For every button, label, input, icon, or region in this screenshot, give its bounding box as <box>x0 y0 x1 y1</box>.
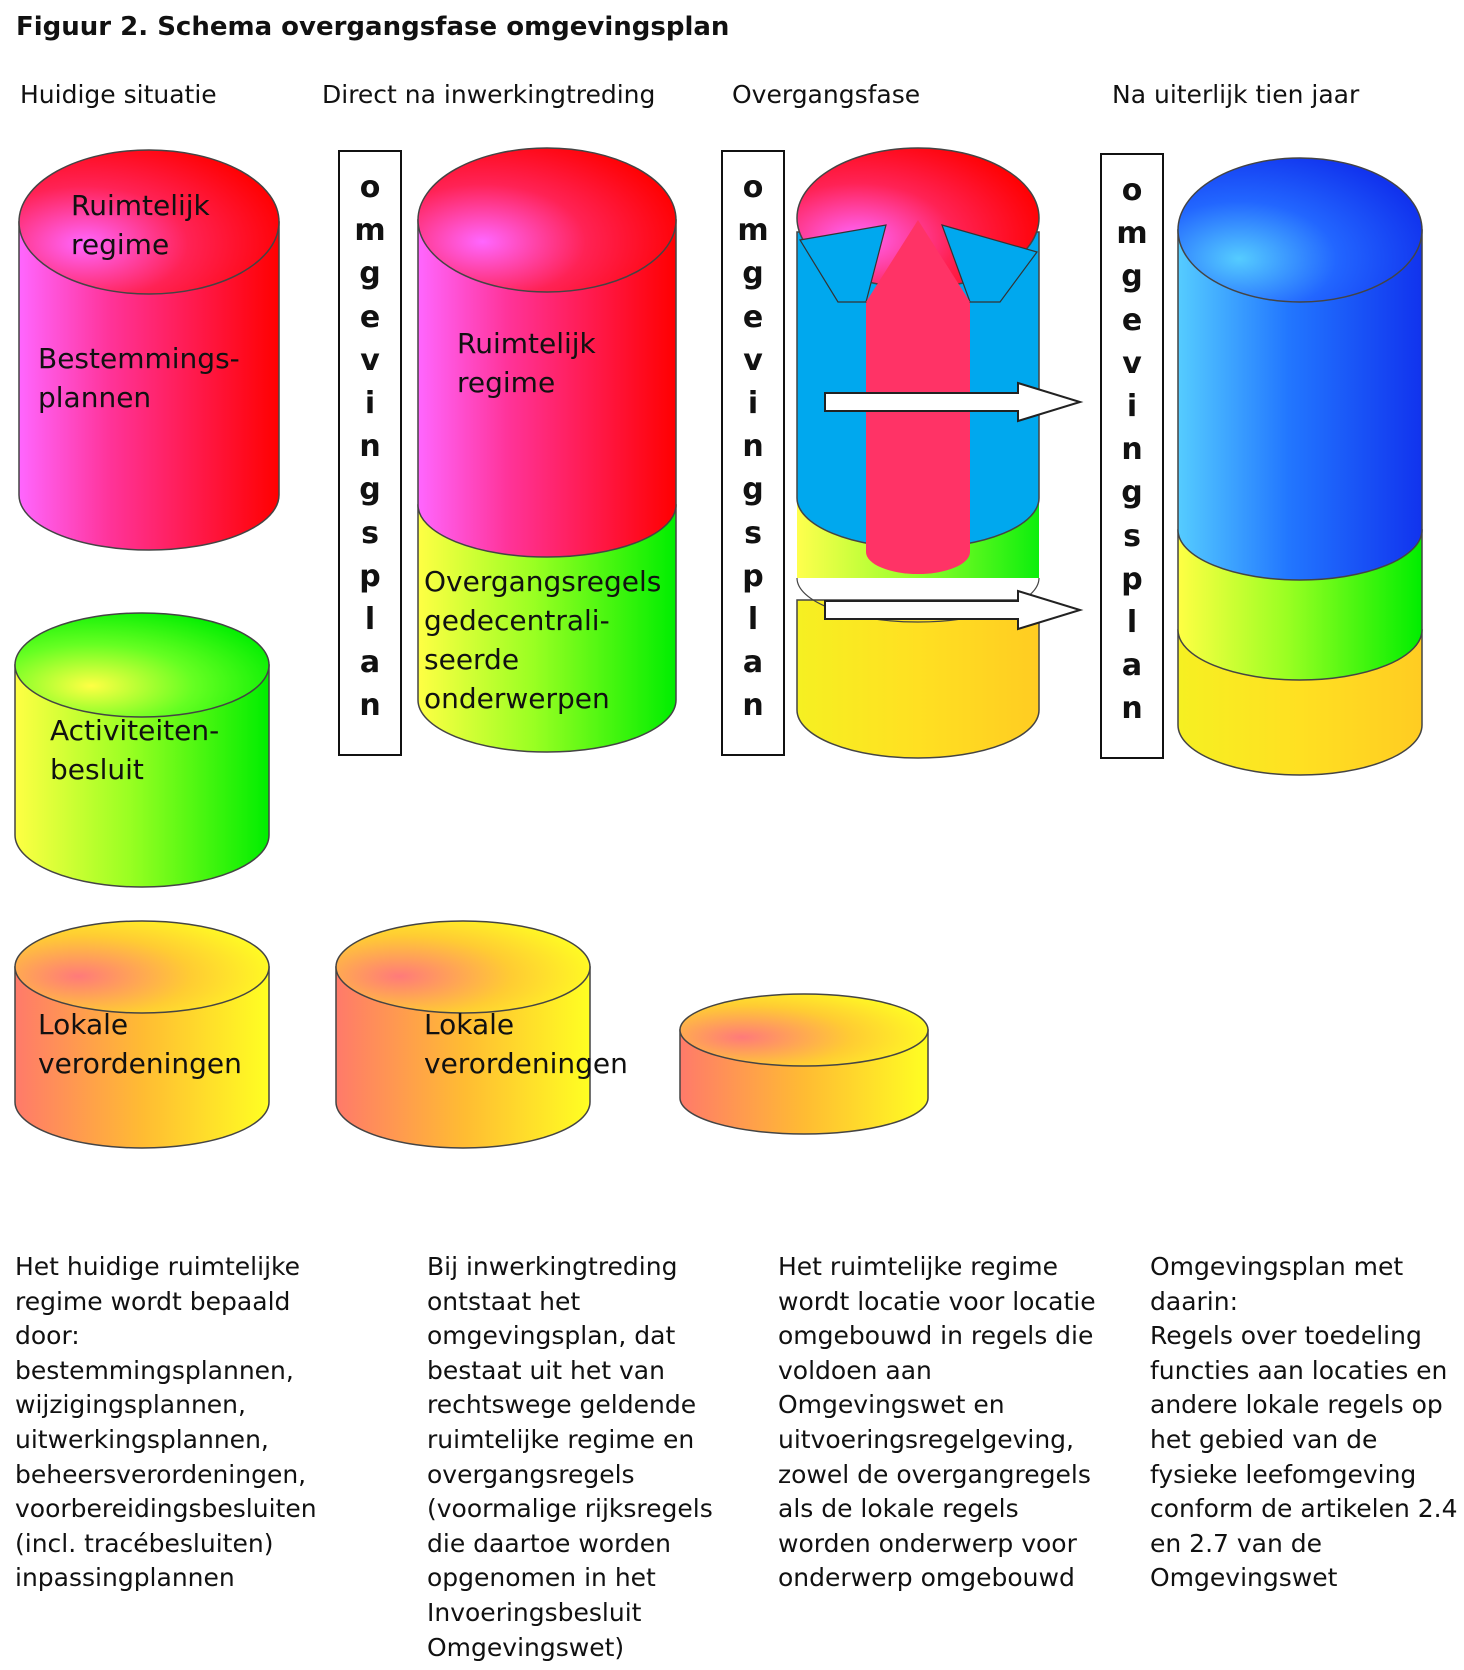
cylinder-omgevingsplan-final <box>1177 157 1423 776</box>
arrow-right-icon <box>824 381 1084 423</box>
label-bestemmingsplannen: Bestemmings-plannen <box>38 342 240 414</box>
cylinder-omgevingsplan-initial <box>417 147 677 753</box>
cylinder-omgevingsplan-transition <box>796 147 1040 759</box>
cylinder-lokale-verordeningen-1 <box>14 920 270 1149</box>
cylinder-lokale-verordeningen-3 <box>679 993 929 1135</box>
column-heading-transition: Overgangsfase <box>732 80 921 109</box>
figure-title: Figuur 2. Schema overgangsfase omgevings… <box>16 12 730 42</box>
cylinder-activiteitenbesluit <box>14 612 270 888</box>
cylinder-bestemmingsplannen <box>18 149 280 551</box>
column-heading-direct: Direct na inwerkingtreding <box>322 80 656 109</box>
cylinder-lokale-verordeningen-2 <box>335 920 591 1149</box>
label-activiteitenbesluit: Activiteiten-besluit <box>50 714 220 786</box>
arrow-right-icon <box>824 589 1084 631</box>
column-heading-final: Na uiterlijk tien jaar <box>1112 80 1360 109</box>
column-heading-current: Huidige situatie <box>20 80 217 109</box>
